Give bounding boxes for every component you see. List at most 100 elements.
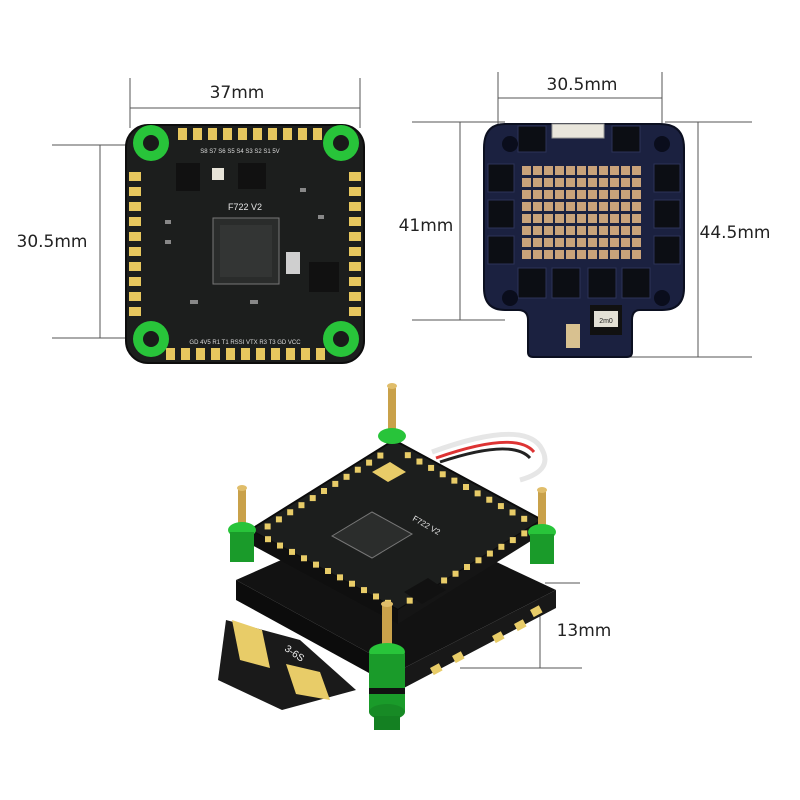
- edge-pad: [509, 509, 516, 516]
- copper-pad: [610, 190, 619, 199]
- copper-pad: [544, 178, 553, 187]
- esc-resistor-label: 2m0: [599, 318, 613, 325]
- copper-pad: [599, 214, 608, 223]
- copper-pad: [522, 190, 531, 199]
- edge-pad: [277, 542, 283, 549]
- edge-pad: [332, 480, 339, 487]
- copper-pad: [577, 190, 586, 199]
- copper-pad: [621, 226, 630, 235]
- copper-pad: [533, 214, 542, 223]
- copper-pad: [533, 190, 542, 199]
- copper-pad: [599, 226, 608, 235]
- copper-pad: [555, 202, 564, 211]
- stack-fc-pads: [264, 452, 528, 606]
- edge-pad: [464, 564, 470, 570]
- copper-pad: [621, 202, 630, 211]
- copper-pad: [533, 166, 542, 175]
- copper-pad: [588, 226, 597, 235]
- copper-pad: [533, 226, 542, 235]
- copper-pad: [555, 226, 564, 235]
- stack-standoffs: [228, 383, 556, 730]
- copper-pad: [522, 226, 531, 235]
- edge-pad: [289, 548, 295, 555]
- copper-pad: [577, 214, 586, 223]
- copper-pad: [632, 202, 641, 211]
- copper-pad: [577, 166, 586, 175]
- edge-pad: [264, 523, 271, 530]
- copper-pad: [522, 214, 531, 223]
- copper-pad: [599, 178, 608, 187]
- edge-pad: [406, 597, 413, 604]
- copper-pad: [566, 226, 575, 235]
- copper-pad: [599, 166, 608, 175]
- fc-model-label: F722 V2: [228, 202, 262, 212]
- edge-pad: [337, 574, 343, 581]
- edge-pad: [451, 477, 458, 484]
- edge-pad: [521, 530, 528, 537]
- copper-pad: [555, 250, 564, 259]
- edge-pad: [287, 509, 294, 516]
- edge-pad: [366, 459, 373, 466]
- copper-pad: [632, 214, 641, 223]
- copper-pad: [533, 178, 542, 187]
- edge-pad: [343, 473, 350, 480]
- copper-pad: [632, 250, 641, 259]
- copper-pad: [544, 190, 553, 199]
- edge-pad: [475, 557, 482, 564]
- copper-pad: [599, 238, 608, 247]
- copper-pad: [577, 178, 586, 187]
- copper-pad: [544, 238, 553, 247]
- copper-pad: [566, 202, 575, 211]
- copper-pad: [621, 214, 630, 223]
- copper-pad: [566, 238, 575, 247]
- edge-pad: [452, 570, 459, 577]
- copper-pad: [610, 214, 619, 223]
- edge-pad: [521, 515, 528, 522]
- copper-pad: [544, 226, 553, 235]
- edge-pad: [441, 577, 448, 584]
- esc-height-left-label: 41mm: [399, 216, 454, 236]
- edge-pad: [428, 464, 435, 471]
- copper-pad: [544, 202, 553, 211]
- copper-pad: [610, 178, 619, 187]
- copper-pad: [588, 202, 597, 211]
- copper-pad: [610, 226, 619, 235]
- copper-pad: [566, 166, 575, 175]
- stack-height-label: 13mm: [557, 621, 612, 641]
- edge-pad: [313, 561, 319, 568]
- edge-pad: [265, 536, 271, 543]
- esc-board: 30.5mm 41mm 44.5mm 2m0: [399, 72, 770, 358]
- fc-mount-spacing-label: 30.5mm: [17, 232, 88, 252]
- copper-pad: [522, 178, 531, 187]
- copper-pad: [610, 202, 619, 211]
- fc-bottom-pad-labels: GD 4V5 R1 T1 RSSI VTX R3 T3 GD VCC: [189, 340, 301, 346]
- copper-pad: [621, 190, 630, 199]
- edge-pad: [416, 458, 423, 465]
- fc-width-label: 37mm: [210, 83, 265, 103]
- copper-pad: [555, 238, 564, 247]
- fc-mounting-holes: [133, 125, 359, 357]
- edge-pad: [404, 452, 411, 459]
- copper-pad: [599, 250, 608, 259]
- copper-pad: [588, 214, 597, 223]
- copper-pad: [588, 250, 597, 259]
- edge-pad: [373, 593, 379, 600]
- edge-pad: [509, 537, 516, 544]
- copper-pad: [621, 166, 630, 175]
- edge-pad: [301, 555, 307, 562]
- copper-pad: [555, 214, 564, 223]
- copper-pad: [533, 202, 542, 211]
- copper-pad: [588, 190, 597, 199]
- edge-pad: [377, 452, 384, 459]
- copper-pad: [544, 214, 553, 223]
- copper-pad: [522, 250, 531, 259]
- copper-pad: [522, 166, 531, 175]
- esc-copper-pads: [522, 166, 641, 259]
- copper-pad: [621, 250, 630, 259]
- copper-pad: [555, 166, 564, 175]
- copper-pad: [544, 250, 553, 259]
- copper-pad: [566, 190, 575, 199]
- copper-pad: [522, 202, 531, 211]
- copper-pad: [610, 250, 619, 259]
- copper-pad: [533, 250, 542, 259]
